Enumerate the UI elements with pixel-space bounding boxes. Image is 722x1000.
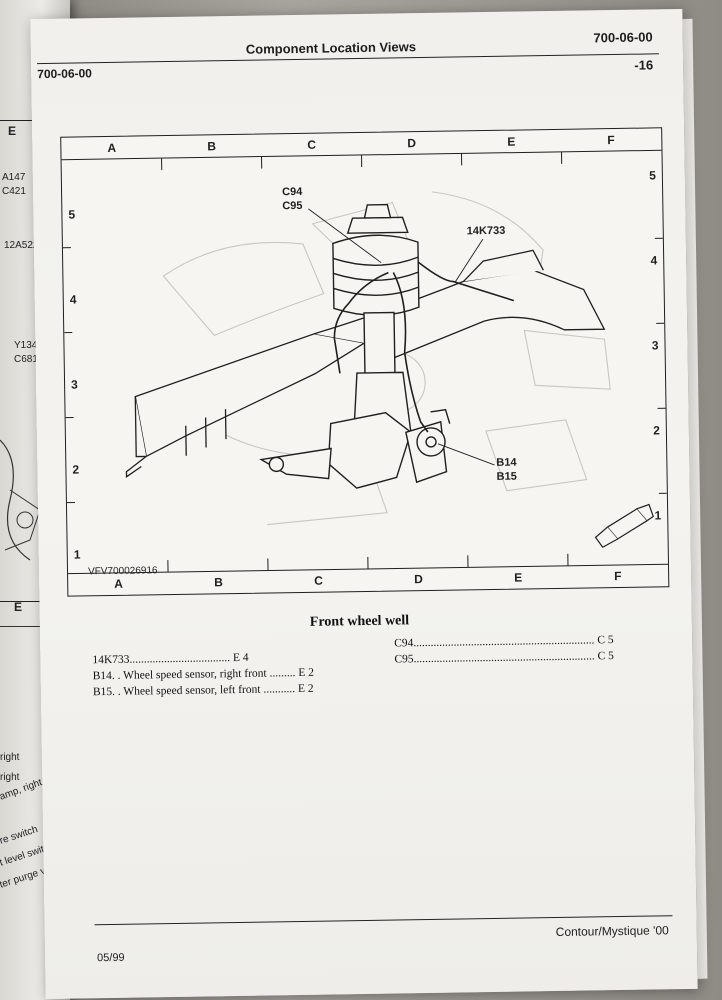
diagram-drawing	[61, 149, 668, 575]
legend-location: E 2	[297, 682, 314, 696]
grid-col-top: E	[507, 134, 516, 149]
legend-code: 14K733	[92, 653, 130, 667]
grid-col-bottom: B	[214, 575, 223, 590]
grid-col-bottom: C	[314, 573, 323, 588]
left-code: Y134	[14, 340, 38, 351]
legend-code: C95	[394, 653, 414, 666]
left-code: C421	[2, 186, 26, 197]
legend-title: Front wheel well	[309, 613, 410, 630]
left-frame-letter-top: E	[8, 124, 17, 138]
left-code: A147	[2, 172, 26, 183]
grid-row-left: 2	[72, 462, 80, 477]
grid-row-right: 4	[650, 253, 658, 268]
header-right-code: 700-06-00	[593, 29, 653, 46]
component-diagram: A B C D E F A B C D E F 5 4 3 2 1 5 4 3 …	[60, 127, 670, 597]
legend-code: C94	[394, 637, 414, 650]
left-frame-letter-bottom: E	[14, 600, 23, 614]
legend-desc: . . Wheel speed sensor, left front	[111, 683, 261, 698]
left-page-drawing	[0, 439, 41, 561]
manual-page: 700-06-00 Component Location Views 700-0…	[30, 8, 708, 1000]
legend-location: C 5	[597, 634, 614, 647]
grid-col-top: D	[407, 136, 417, 151]
callout-c95: C95	[282, 199, 303, 213]
legend-leader: ...........	[263, 683, 296, 696]
grid-col-top: A	[107, 140, 117, 155]
grid-col-top: C	[307, 137, 317, 152]
grid-row-left: 4	[69, 292, 77, 307]
left-list-fragment: right	[0, 752, 20, 763]
left-list-fragment: re switch	[0, 824, 40, 847]
legend-item: 14K733..................................…	[92, 652, 248, 666]
legend-leader: ...................................	[129, 652, 231, 666]
connector-icon	[594, 503, 654, 549]
legend-leader: .........	[269, 667, 296, 680]
header-left-code: 700-06-00	[37, 66, 93, 82]
callout-b15: B15	[496, 470, 517, 483]
callout-b14: B14	[496, 456, 517, 469]
left-code: 12A522	[4, 240, 39, 251]
figure-id: VFV700026916	[87, 565, 158, 578]
legend-item: C94.....................................…	[394, 634, 614, 649]
grid-row-left: 5	[68, 207, 76, 222]
left-list-fragment: right	[0, 772, 20, 783]
grid-row-right: 5	[649, 168, 656, 183]
grid-col-bottom: F	[614, 568, 622, 584]
footer-date: 05/99	[97, 951, 125, 965]
callout-c94: C94	[281, 185, 303, 199]
footer-model: Contour/Mystique '00	[555, 923, 669, 940]
grid-col-bottom: A	[114, 576, 124, 591]
legend-code: B15	[92, 685, 113, 699]
legend-leader: ........................................…	[413, 634, 595, 650]
grid-col-top: B	[207, 139, 217, 154]
grid-col-top: F	[607, 133, 615, 148]
legend-item: B15. . Wheel speed sensor, left front ..…	[93, 683, 314, 698]
legend-desc: . . Wheel speed sensor, right front	[111, 667, 267, 682]
page-number: -16	[634, 57, 654, 73]
grid-col-bottom: D	[414, 572, 423, 587]
legend-item: B14. . Wheel speed sensor, right front .…	[93, 667, 314, 682]
legend-code: B14	[92, 669, 112, 683]
grid-row-right: 3	[651, 338, 659, 353]
legend-item: C95.....................................…	[394, 650, 614, 665]
left-code: C681	[14, 354, 38, 365]
legend-location: C 5	[597, 650, 614, 663]
grid-row-right: 1	[654, 508, 662, 523]
grid-col-bottom: E	[514, 570, 523, 585]
callout-14k733: 14K733	[466, 224, 506, 238]
page-title: Component Location Views	[245, 39, 417, 57]
legend-location: E 2	[298, 666, 315, 680]
grid-row-right: 2	[653, 423, 660, 438]
grid-row-left: 3	[70, 377, 78, 392]
legend-location: E 4	[232, 651, 249, 665]
grid-row-left: 1	[73, 547, 81, 562]
legend-leader: ........................................…	[413, 650, 595, 666]
